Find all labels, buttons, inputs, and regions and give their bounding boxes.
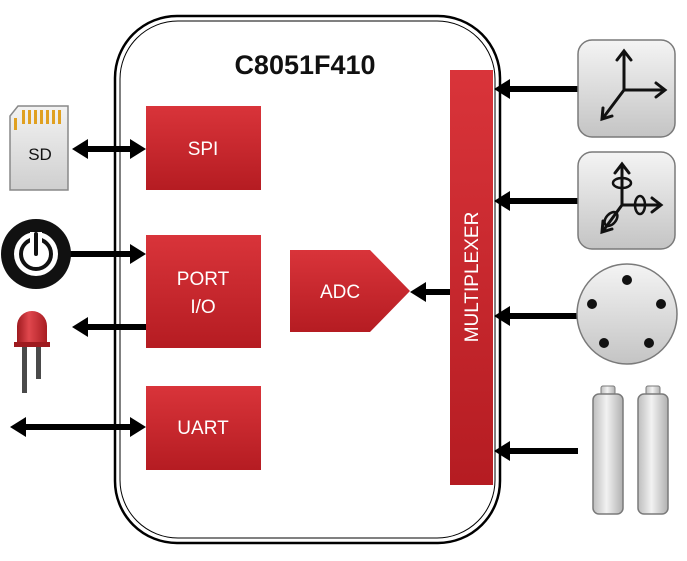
- spi-block: SPI: [146, 106, 261, 190]
- sd-spi-arrow: [72, 139, 146, 159]
- rotation-axes-icon: [577, 151, 676, 250]
- sd-label: SD: [28, 145, 52, 164]
- chip-title: C8051F410: [234, 50, 375, 80]
- adc-block: ADC: [290, 250, 410, 332]
- connector-mux-arrow: [494, 306, 578, 326]
- arrows: [10, 79, 578, 461]
- uart-block: UART: [146, 386, 261, 470]
- battery-icon: [592, 385, 669, 515]
- spi-label: SPI: [188, 139, 219, 160]
- five-pin-connector-icon: [576, 263, 678, 365]
- led-icon: [14, 311, 50, 393]
- power-icon: [1, 219, 71, 289]
- io-label: I/O: [190, 297, 215, 318]
- axes-3d-icon: [577, 39, 676, 138]
- adc-label: ADC: [320, 282, 360, 303]
- port-label: PORT: [177, 269, 230, 290]
- button-port-arrow: [68, 244, 146, 264]
- port-led-arrow: [72, 317, 146, 337]
- gyro-mux-arrow: [494, 191, 578, 211]
- uart-arrow: [10, 417, 146, 437]
- port-io-block: PORT I/O: [146, 235, 261, 348]
- uart-label: UART: [177, 418, 229, 439]
- chip-outline-inner: [119, 20, 496, 539]
- mux-adc-arrow: [410, 282, 450, 302]
- sd-card-icon: SD: [9, 105, 69, 191]
- multiplexer-block: MULTIPLEXER: [450, 70, 493, 485]
- multiplexer-label: MULTIPLEXER: [462, 212, 483, 343]
- battery-mux-arrow: [494, 441, 578, 461]
- accel-mux-arrow: [494, 79, 578, 99]
